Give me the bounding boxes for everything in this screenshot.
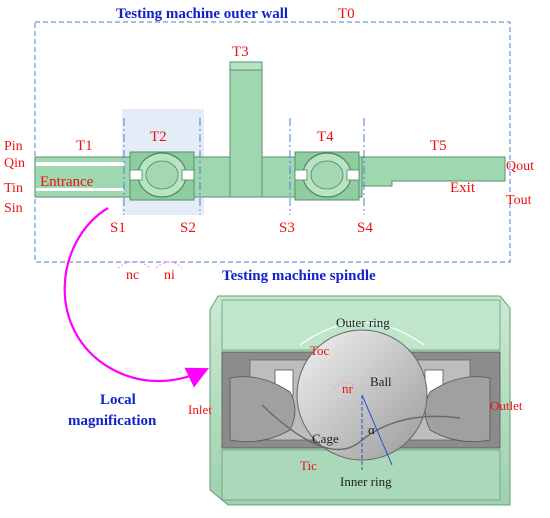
label-t5: T5 (430, 138, 447, 154)
label-t2: T2 (150, 129, 167, 145)
label-outlet: Outlet (490, 398, 523, 413)
label-alpha: α (368, 422, 375, 437)
label-entrance: Entrance (40, 174, 94, 190)
bearing-t2 (129, 151, 195, 201)
magnification-arrow (63, 207, 209, 388)
label-nr: nr (342, 381, 354, 396)
label-tic: Tic (300, 458, 317, 473)
outer-wall-boundary (34, 21, 511, 263)
channel-gaps (36, 162, 124, 191)
label-t3: T3 (232, 44, 249, 60)
label-t1: T1 (76, 138, 93, 154)
label-inner-ring: Inner ring (340, 474, 392, 489)
nc-rotation-arrow (117, 261, 151, 269)
label-toc: Toc (310, 343, 330, 358)
label-qout: Qout (506, 159, 534, 174)
label-s2: S2 (180, 220, 196, 236)
label-s4: S4 (357, 220, 373, 236)
label-qin: Qin (4, 156, 25, 171)
label-ball: Ball (370, 374, 392, 389)
label-t4: T4 (317, 129, 334, 145)
title-spindle: Testing machine spindle (222, 268, 376, 284)
label-local: Local (100, 392, 136, 408)
label-nc: nc (126, 268, 139, 283)
bearing-t4 (294, 151, 360, 201)
label-tin: Tin (4, 181, 23, 196)
label-s1: S1 (110, 220, 126, 236)
section-cut-lines (123, 118, 365, 215)
label-t0: T0 (338, 6, 355, 22)
label-sin: Sin (4, 201, 23, 216)
flow-channel-body (34, 61, 506, 198)
label-ni: ni (164, 268, 175, 283)
bearing-detail-render (209, 295, 511, 506)
label-magnification: magnification (68, 413, 157, 429)
t3-cap (229, 61, 263, 71)
label-pin: Pin (4, 139, 23, 154)
label-exit: Exit (450, 180, 476, 196)
label-outer-ring: Outer ring (336, 315, 390, 330)
label-tout: Tout (506, 193, 532, 208)
label-cage: Cage (312, 431, 339, 446)
title-outer-wall: Testing machine outer wall (116, 6, 288, 22)
label-s3: S3 (279, 220, 295, 236)
label-inlet: Inlet (188, 402, 212, 417)
